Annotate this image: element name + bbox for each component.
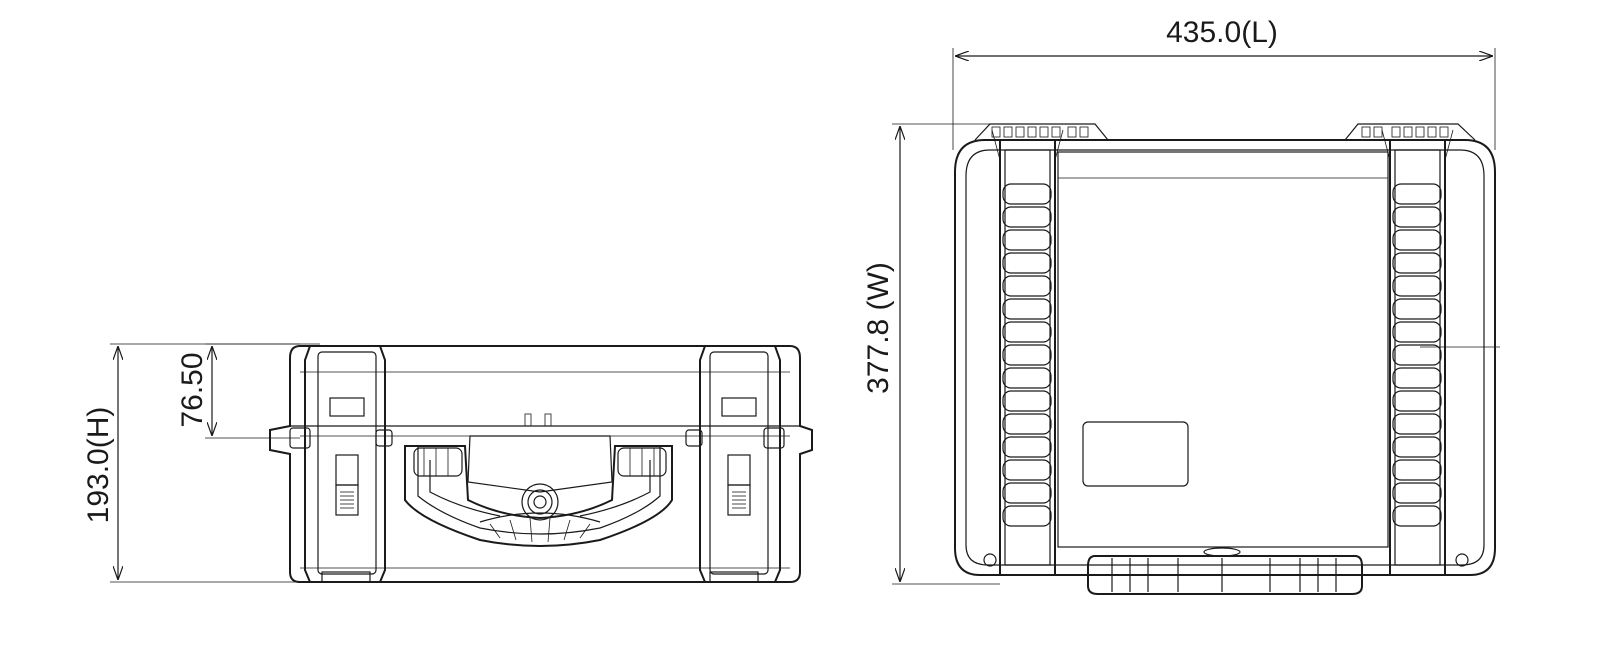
- lid-depth-label: 76.50: [176, 352, 209, 427]
- height-dimension: [110, 343, 320, 583]
- height-label: 193.0(H): [82, 407, 115, 524]
- lid-depth-dimension: [205, 343, 300, 439]
- front-view: 193.0(H) 76.50: [82, 343, 813, 583]
- width-label: 377.8 (W): [862, 262, 895, 394]
- front-handle: [404, 435, 673, 547]
- top-handle: [1087, 547, 1363, 595]
- length-label: 435.0(L): [1166, 16, 1278, 49]
- length-dimension: [952, 48, 1496, 150]
- left-latch: [289, 345, 393, 583]
- top-view: 435.0(L) 377.8 (W): [862, 16, 1500, 595]
- right-strap: [1381, 129, 1500, 576]
- left-strap: [991, 129, 1064, 576]
- width-dimension: [892, 123, 1000, 585]
- right-latch: [685, 345, 785, 583]
